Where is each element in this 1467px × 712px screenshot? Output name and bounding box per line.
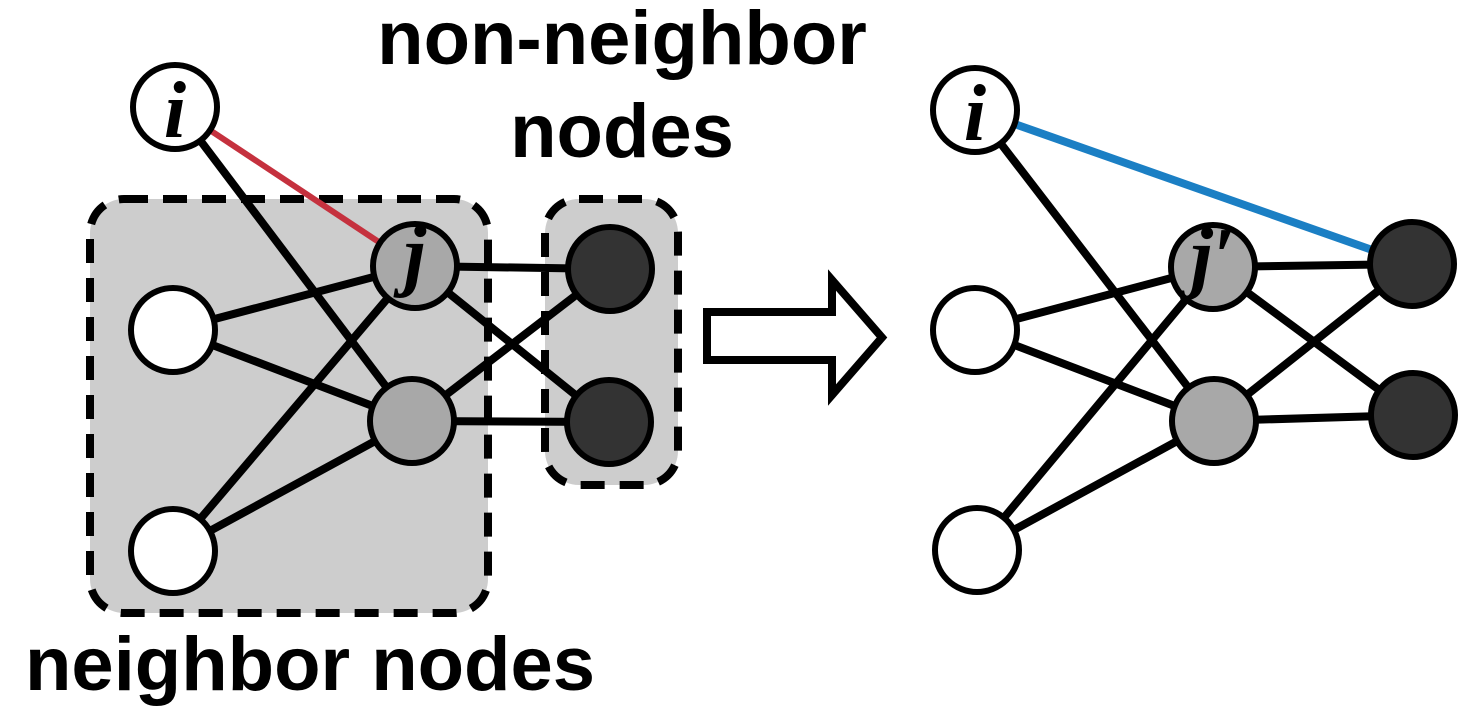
transform-arrow [703,269,888,406]
node-white-lower-right [932,505,1022,595]
node-i-right [930,65,1020,155]
edge-w2-j [169,263,419,554]
node-white-upper-right [930,285,1020,375]
edge-w4-jp [973,264,1217,553]
node-dark-upper-right [1367,219,1457,309]
edge-i2-g2 [971,107,1218,424]
node-white-upper-left [128,285,218,375]
node-j [370,221,460,311]
neighbor-nodes-label: neighbor nodes [25,622,595,707]
non-neighbor-label-line1: non-neighbor [377,0,867,81]
edge-w2-g1 [171,417,414,555]
edge-i2-d3 [973,106,1414,268]
arrow-layer [703,269,888,406]
node-dark-upper-left [565,224,655,314]
node-dark-lower-right [1368,370,1458,460]
node-j-prime [1168,222,1258,312]
non-neighbor-label-line2: nodes [510,89,734,174]
node-white-lower-left [128,506,218,596]
node-i-right-label: i [964,70,986,158]
node-gray-left [367,376,457,466]
node-i-left [130,62,220,152]
node-gray-right [1169,376,1259,466]
edge-i-g1 [171,104,416,424]
node-i-left-label: i [164,67,186,155]
node-dark-lower-left [564,377,654,467]
edge-i-j [173,104,417,269]
